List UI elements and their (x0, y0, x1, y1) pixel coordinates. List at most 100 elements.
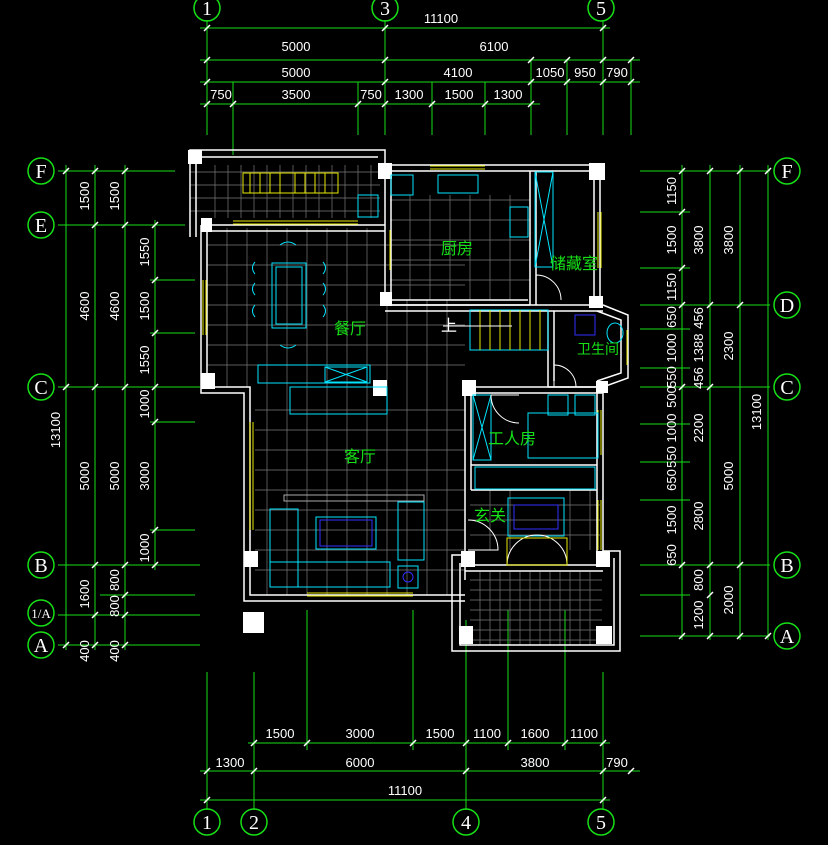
axis-top-1: 1 (202, 0, 212, 20)
axis-labels: 1 3 5 1 2 4 5 F E C B 1/A A F D C B A (31, 0, 795, 834)
axis-right-a: A (780, 626, 795, 648)
dim-text: 3800 (521, 755, 550, 770)
dim-text: 3000 (137, 462, 152, 491)
axis-top-3: 3 (380, 0, 390, 20)
walls (189, 149, 629, 652)
room-label-living: 客厅 (344, 447, 376, 466)
dim-text: 5000 (282, 39, 311, 54)
axis-top-5: 5 (596, 0, 606, 20)
axis-right-c: C (780, 377, 793, 399)
dim-text: 550 (664, 366, 679, 388)
dim-text: 400 (107, 640, 122, 662)
dim-text: 1388 (691, 334, 706, 363)
axis-left-1a: 1/A (31, 606, 51, 621)
room-label-dining: 餐厅 (334, 319, 366, 338)
axis-bottom-5: 5 (596, 812, 606, 834)
dim-text: 1500 (664, 506, 679, 535)
room-label-foyer: 玄关 (474, 506, 506, 525)
dim-text: 456 (691, 367, 706, 389)
axis-left-f: F (35, 161, 46, 183)
windows (202, 165, 628, 597)
dim-text: 4100 (444, 65, 473, 80)
axis-left-b: B (34, 555, 47, 577)
dim-text: 3000 (346, 726, 375, 741)
left-dimensions: 13100 4600 5000 1600 400 1500 1500 4600 … (48, 182, 152, 662)
axis-right-f: F (781, 161, 792, 183)
dim-text: 3500 (282, 87, 311, 102)
dim-text: 6100 (480, 39, 509, 54)
room-label-servant: 工人房 (488, 429, 536, 448)
top-dimensions: 11100 5000 6100 5000 4100 1050 950 790 7… (210, 11, 628, 102)
stair-up-label: 上 (441, 316, 457, 335)
dim-text: 1500 (266, 726, 295, 741)
axis-grid-lines (58, 20, 770, 810)
dim-text: 1050 (536, 65, 565, 80)
dim-text: 2200 (691, 414, 706, 443)
room-labels: 厨房 储藏室 餐厅 上 卫生间 客厅 工人房 玄关 (334, 239, 619, 525)
dim-text: 550 (664, 446, 679, 468)
room-label-kitchen: 厨房 (441, 239, 473, 258)
dim-text: 1600 (77, 580, 92, 609)
dim-text: 1500 (426, 726, 455, 741)
bottom-dimensions: 1500 3000 1500 1100 1600 1100 1300 6000 … (216, 726, 628, 798)
floor-tile-grid (190, 165, 602, 645)
dim-text: 1300 (216, 755, 245, 770)
axis-left-a: A (34, 635, 49, 657)
furniture (252, 171, 624, 589)
dim-text: 1000 (664, 334, 679, 363)
doors (467, 274, 577, 566)
dim-text: 1150 (664, 177, 679, 205)
dim-text: 800 (691, 569, 706, 591)
dim-text: 2000 (721, 586, 736, 615)
dim-text: 1500 (107, 182, 122, 211)
columns (188, 150, 612, 644)
dim-text: 1550 (137, 346, 152, 375)
dim-text: 456 (691, 307, 706, 329)
dim-text: 13100 (48, 412, 63, 448)
room-label-storage: 储藏室 (550, 254, 598, 273)
dim-text: 500 (664, 386, 679, 408)
axis-bottom-1: 1 (202, 812, 212, 834)
dim-text: 3800 (721, 226, 736, 255)
dim-text: 1000 (137, 534, 152, 563)
axis-right-b: B (780, 555, 793, 577)
dim-text: 11100 (424, 11, 458, 26)
dim-text: 1500 (664, 226, 679, 255)
dim-text: 1500 (77, 182, 92, 211)
dining-table (271, 262, 307, 329)
dim-text: 1000 (664, 414, 679, 443)
dim-text: 1200 (691, 601, 706, 630)
dim-text: 750 (210, 87, 232, 102)
dim-text: 950 (574, 65, 596, 80)
dim-text: 2300 (721, 332, 736, 361)
dim-text: 400 (77, 640, 92, 662)
dim-text: 3800 (691, 226, 706, 255)
dim-text: 1300 (395, 87, 424, 102)
axis-bottom-4: 4 (461, 812, 471, 834)
dim-text: 1100 (473, 726, 501, 741)
dim-text: 1500 (445, 87, 474, 102)
axis-left-c: C (34, 377, 47, 399)
coffee-table (315, 516, 377, 550)
dim-text: 5000 (282, 65, 311, 80)
dim-text: 800 (107, 595, 122, 617)
dim-text: 1600 (521, 726, 550, 741)
dim-text: 1550 (137, 238, 152, 267)
axis-bubbles (27, 0, 801, 836)
dim-text: 11100 (388, 783, 422, 798)
dim-text: 1500 (137, 292, 152, 321)
dim-text: 6000 (346, 755, 375, 770)
dim-text: 650 (664, 306, 679, 328)
axis-left-e: E (35, 215, 47, 237)
dim-text: 1300 (494, 87, 523, 102)
room-label-bathroom: 卫生间 (577, 342, 619, 358)
dining-chairs (252, 241, 326, 349)
dim-text: 2800 (691, 502, 706, 531)
dim-text: 1100 (570, 726, 598, 741)
dim-text: 5000 (107, 462, 122, 491)
right-dimensions: 1150 1500 1150 650 1000 550 500 1000 550… (664, 177, 764, 629)
dim-text: 1150 (664, 273, 679, 301)
axis-right-d: D (780, 295, 794, 317)
dim-text: 790 (606, 755, 628, 770)
